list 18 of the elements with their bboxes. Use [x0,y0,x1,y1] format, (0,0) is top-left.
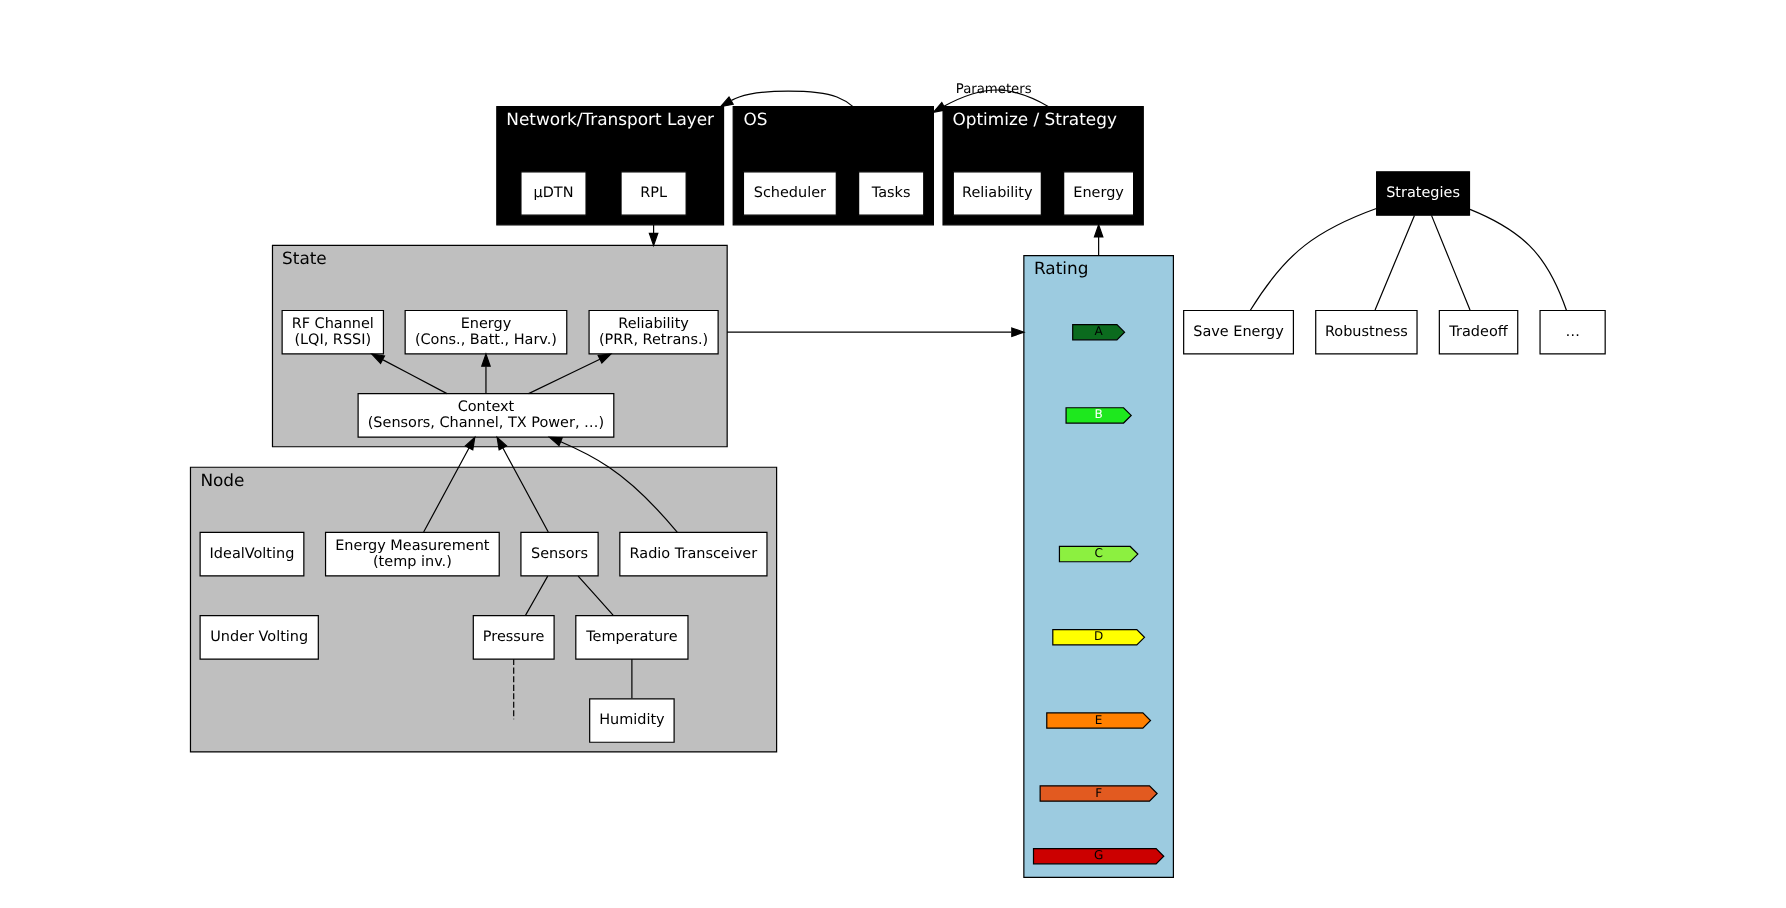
connector [1469,208,1568,311]
arrow [528,353,613,395]
arrow [423,435,476,533]
arrow [480,352,492,394]
arrow [1093,223,1104,257]
connector [631,658,633,699]
arrow [496,435,549,533]
connector [513,658,515,720]
arrow [931,89,1050,114]
connector [1430,214,1471,311]
arrow [370,353,448,395]
arrow [726,327,1026,338]
connector [577,575,614,616]
connector [1249,207,1377,311]
connector [525,575,549,616]
arrow [547,436,678,533]
arrow [719,90,854,108]
connector [1374,214,1416,311]
